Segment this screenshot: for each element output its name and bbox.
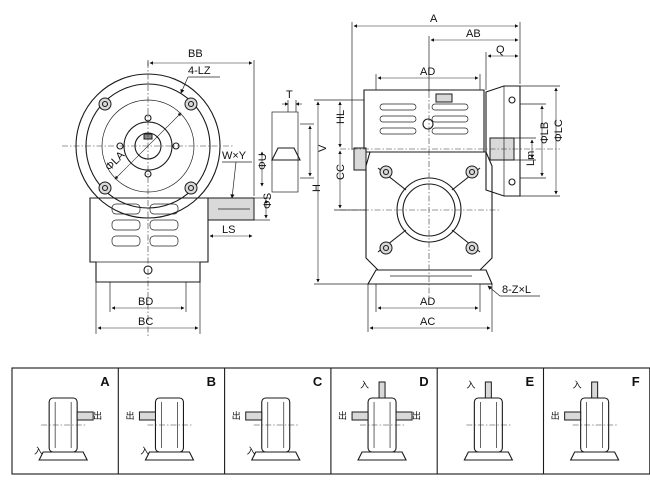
- label-t: T: [286, 89, 293, 101]
- panel-letter: A: [100, 374, 110, 389]
- base-foot: [463, 451, 514, 461]
- panel-a: 入 出 A: [34, 374, 110, 461]
- label-ls: LS: [222, 224, 235, 236]
- label-w-y: W×Y: [222, 150, 247, 162]
- label-lm: Lm: [525, 151, 537, 166]
- front-view: BB 4-LZ ΦLA W×Y ΦS LS BD BC: [62, 48, 274, 336]
- label-a: A: [430, 13, 438, 25]
- label-u: ΦU: [257, 153, 269, 170]
- label-lc: ΦLC: [553, 119, 565, 142]
- label-h: H: [311, 184, 323, 192]
- input-label: 入: [573, 380, 582, 391]
- output-shaft: [245, 411, 263, 421]
- base-foot: [569, 451, 620, 461]
- output-label: 出: [93, 410, 102, 422]
- base-foot: [250, 451, 301, 461]
- base-plate: [367, 269, 493, 285]
- label-4-lz: 4-LZ: [188, 65, 211, 77]
- label-bc: BC: [138, 316, 153, 328]
- panel-f: 入出 F: [542, 368, 640, 474]
- input-shaft: [484, 381, 492, 399]
- base-foot: [38, 451, 89, 461]
- key-outline: [271, 111, 299, 193]
- output-label: 出: [338, 410, 347, 422]
- input-label: 入: [34, 446, 43, 457]
- base-foot: [144, 451, 195, 461]
- output-shaft: [395, 411, 413, 421]
- output-label: 出: [551, 410, 560, 422]
- panel-c: 入 出 C: [224, 368, 323, 474]
- base-foot: [357, 451, 407, 461]
- input-label: 入: [140, 446, 149, 457]
- output-shaft: [138, 411, 156, 421]
- label-bd: BD: [138, 296, 153, 308]
- gear-cover-bolts: [379, 165, 479, 255]
- label-8-z-l: 8-Z×L: [502, 284, 531, 296]
- lower-housing: [89, 197, 209, 283]
- input-shaft: [378, 381, 386, 399]
- panel-letter: E: [526, 374, 535, 389]
- label-bb: BB: [188, 48, 203, 60]
- panel-letter: B: [207, 374, 216, 389]
- label-cc: CC: [335, 164, 347, 180]
- output-label: 出: [412, 410, 421, 422]
- output-shaft: [351, 411, 369, 421]
- input-label: 入: [247, 446, 256, 457]
- label-ab: AB: [466, 28, 481, 40]
- panel-letter: F: [632, 374, 640, 389]
- output-shaft: [76, 411, 94, 421]
- panel-letter: C: [313, 374, 323, 389]
- label-hl: HL: [335, 110, 347, 124]
- label-lb: ΦLB: [539, 122, 551, 144]
- shaft-key-detail: T V ΦU: [257, 89, 329, 193]
- input-shaft: [591, 381, 599, 399]
- cooling-fins: [111, 203, 179, 247]
- input-label: 入: [360, 380, 369, 391]
- label-ac: AC: [420, 316, 435, 328]
- side-view: A AB Q AD HL CC H Lm ΦLB ΦL: [311, 13, 565, 332]
- flange-bolt-holes: [98, 97, 198, 195]
- output-label: 出: [125, 410, 134, 422]
- input-label: 入: [466, 380, 475, 391]
- label-ad-top: AD: [420, 66, 435, 78]
- label-ad-bottom: AD: [420, 296, 435, 308]
- vent-cap: [435, 93, 453, 103]
- panel-b: 入 出 B: [117, 368, 216, 474]
- key-section: [271, 147, 301, 161]
- breather-plug: [422, 118, 434, 130]
- output-label: 出: [232, 410, 241, 422]
- worm-housing-fins: [379, 103, 469, 135]
- panel-letter: D: [419, 374, 428, 389]
- panel-d: 入出 出 D: [330, 368, 429, 474]
- output-shaft: [564, 411, 582, 421]
- label-q: Q: [496, 44, 505, 56]
- drain-plug: [143, 265, 153, 275]
- label-s: ΦS: [262, 193, 274, 209]
- label-v: V: [317, 144, 329, 152]
- side-shaft-stub: [353, 147, 367, 171]
